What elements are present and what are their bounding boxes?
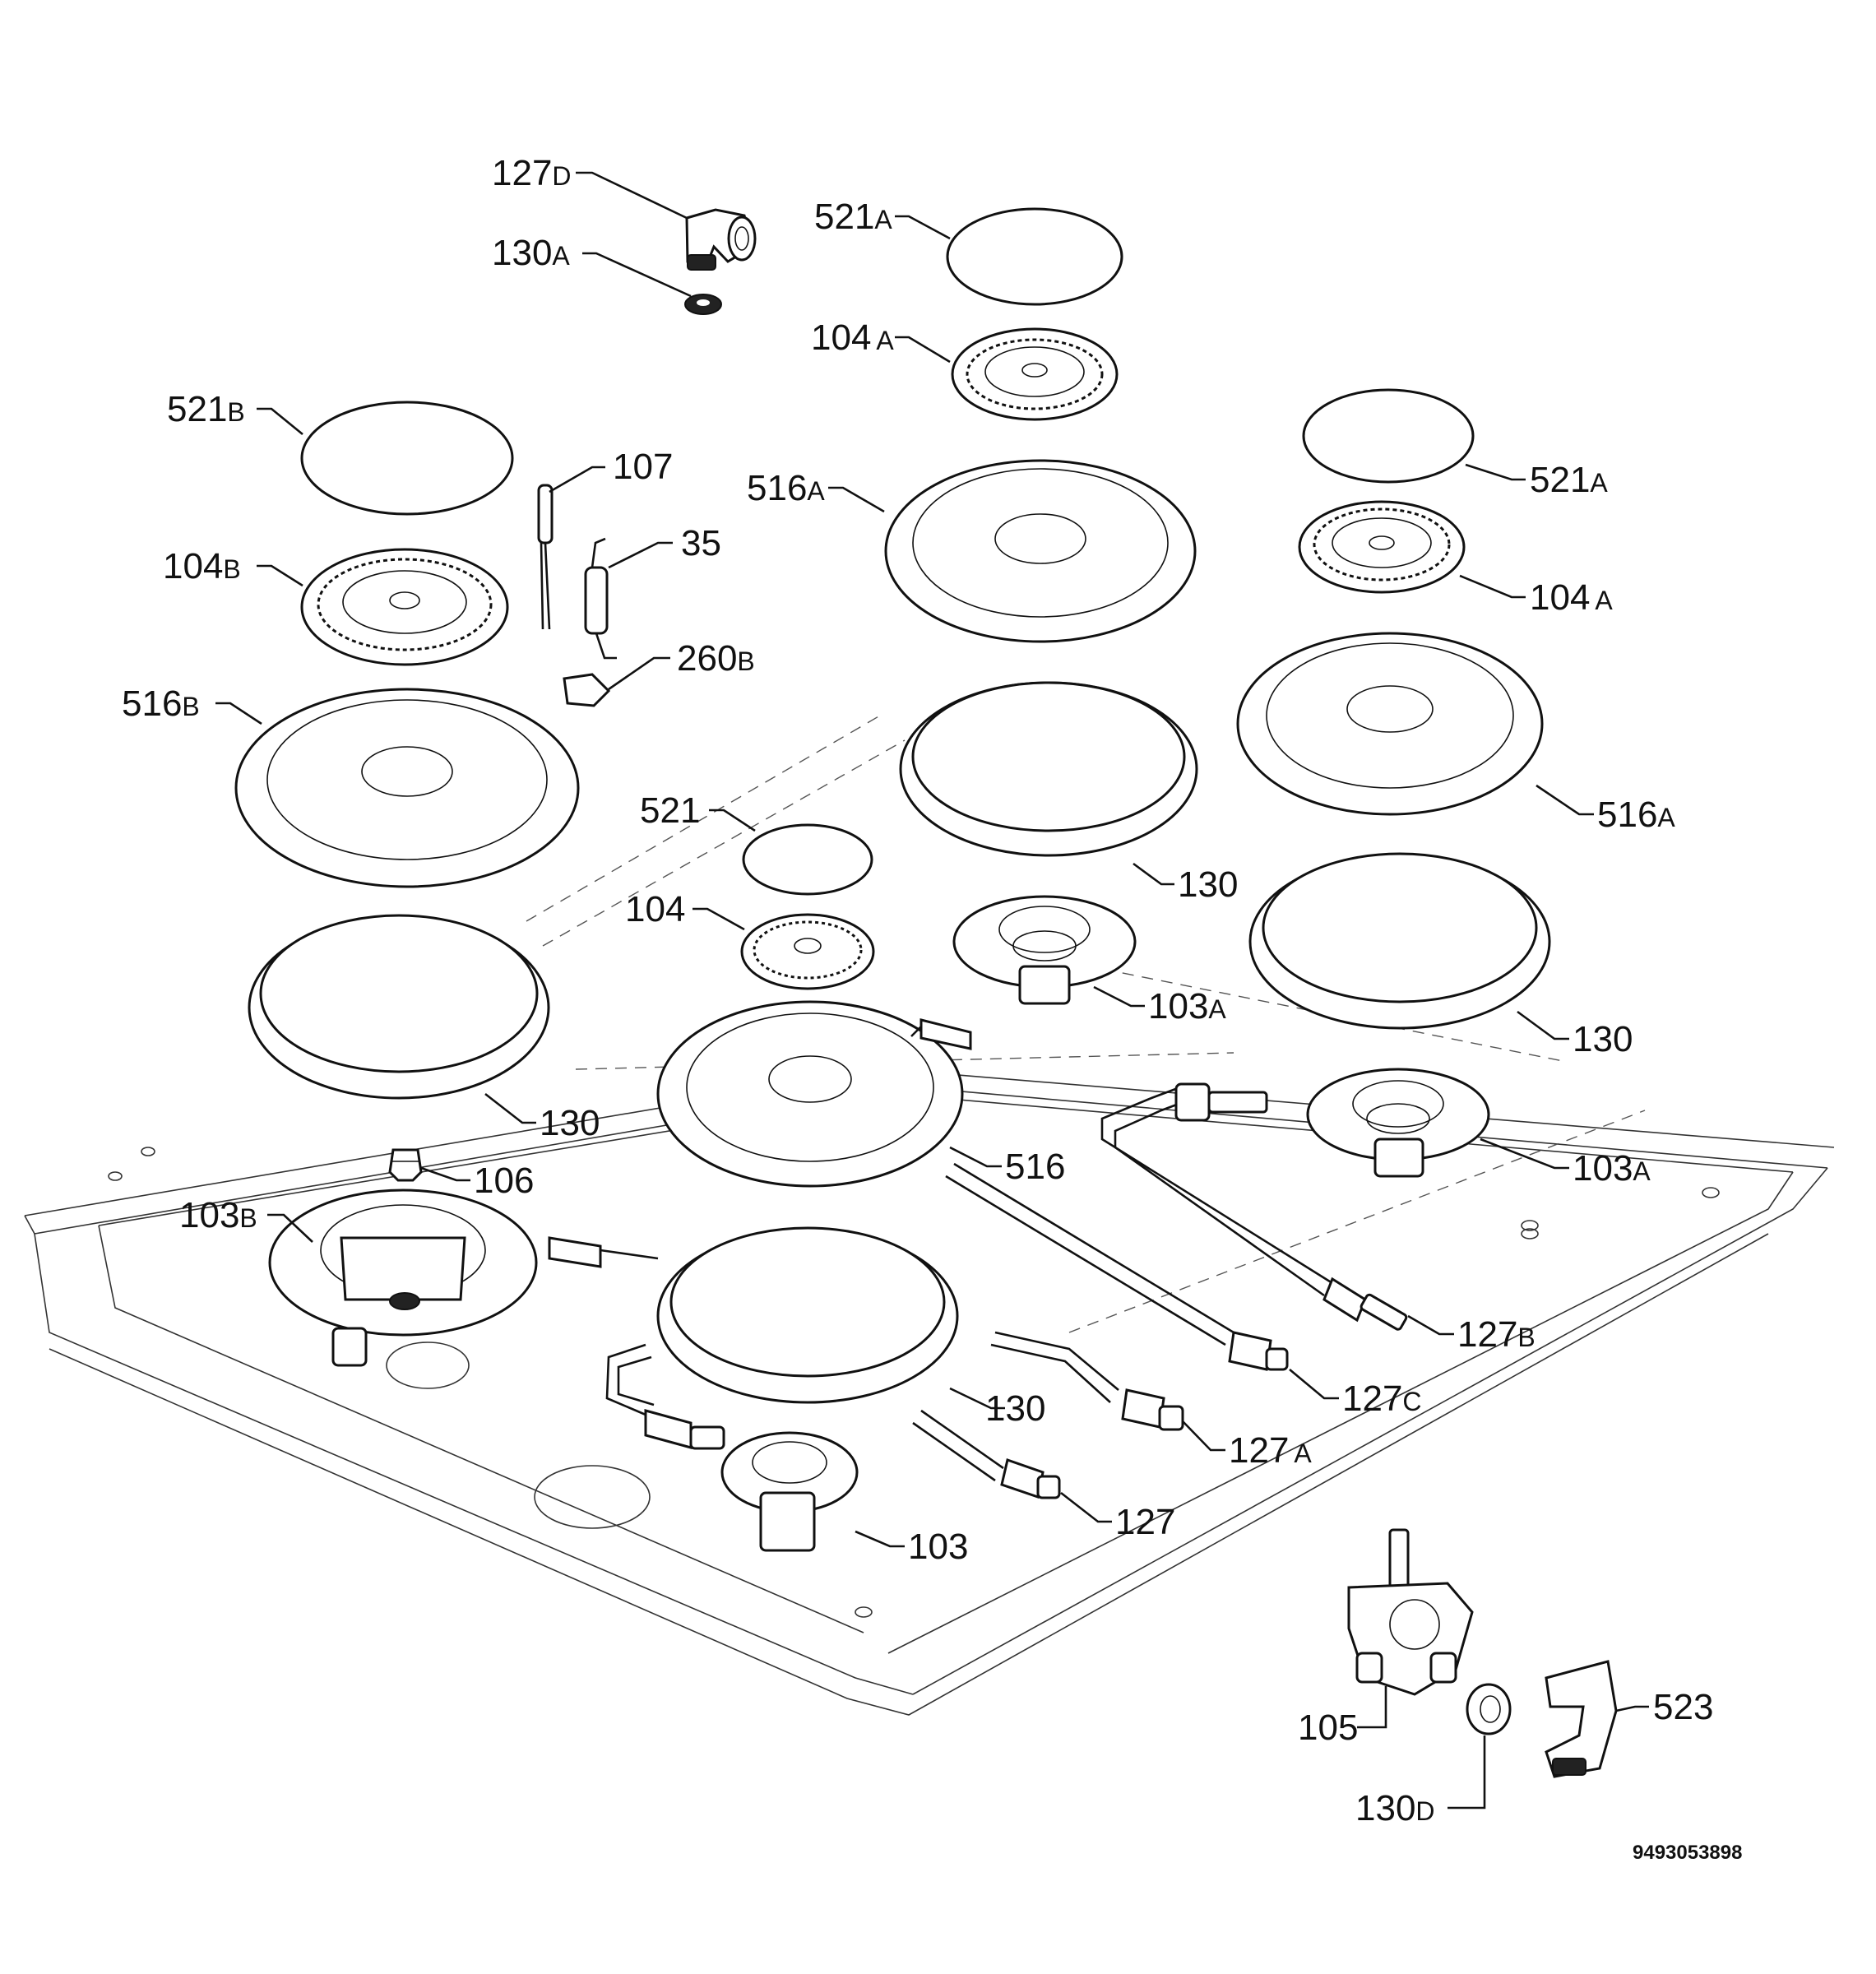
callout-130-low: 130: [985, 1388, 1045, 1429]
flame-spreader-104a-right: [1298, 500, 1466, 594]
callout-516a-right: 516A: [1597, 795, 1675, 835]
callout-106: 106: [474, 1161, 534, 1201]
callout-104b: 104B: [163, 546, 241, 586]
sealing-ring-130-low: [656, 1226, 959, 1404]
sealing-ring-130-left: [248, 914, 550, 1100]
callout-127: 127: [1115, 1502, 1175, 1542]
callout-521b: 521B: [167, 389, 245, 429]
callout-105: 105: [1298, 1708, 1358, 1748]
callout-523: 523: [1653, 1687, 1713, 1727]
ignition-electrode-35: [584, 537, 617, 660]
thermocouple-107: [537, 484, 554, 630]
callout-521a-right: 521A: [1530, 460, 1608, 500]
elbow-connector-127d: [685, 208, 757, 271]
flame-spreader-104b: [300, 548, 509, 666]
flame-spreader-104a-top: [951, 327, 1119, 421]
callout-103a-right: 103A: [1573, 1148, 1651, 1189]
clip-523: [1545, 1660, 1618, 1778]
electrode-clip-260b: [563, 673, 611, 707]
burner-cap-521b: [300, 401, 514, 516]
gas-valve-105: [1347, 1528, 1474, 1696]
callout-521a-top: 521A: [814, 197, 892, 237]
sealing-ring-130-mid: [899, 681, 1198, 857]
callout-521: 521: [640, 790, 700, 831]
burner-base-103a-mid: [952, 895, 1137, 1005]
burner-cap-521a-top: [946, 207, 1123, 306]
callout-130d: 130D: [1355, 1788, 1435, 1828]
callout-127c: 127C: [1342, 1379, 1422, 1419]
gas-pipe-left: [605, 1343, 725, 1450]
callout-107: 107: [613, 447, 673, 487]
callout-104: 104: [625, 889, 685, 929]
burner-base-103: [720, 1431, 859, 1552]
callout-130-left: 130: [540, 1103, 600, 1143]
callout-35: 35: [681, 523, 721, 563]
callout-130-mid: 130: [1178, 864, 1238, 905]
callout-260b: 260B: [677, 638, 755, 679]
grommet-130d: [1466, 1683, 1512, 1735]
pan-support-516b: [234, 688, 580, 888]
burner-cap-521: [742, 823, 873, 896]
gas-pipe-127: [912, 1409, 1061, 1499]
callout-127b: 127B: [1457, 1314, 1536, 1355]
callout-516: 516: [1005, 1147, 1065, 1187]
pan-support-516a-right: [1236, 632, 1544, 816]
gas-pipe-127b: [1100, 1082, 1408, 1331]
pan-support-516a-mid: [884, 459, 1197, 643]
callout-130-right: 130: [1573, 1019, 1633, 1059]
flame-spreader-104: [740, 913, 875, 990]
injector-106: [388, 1148, 423, 1182]
callout-516a-mid: 516A: [747, 468, 825, 508]
callout-127d: 127D: [492, 153, 572, 193]
leader-lines: [215, 171, 1649, 1810]
burner-base-103b: [268, 1189, 538, 1367]
injector-left-fitting: [548, 1236, 659, 1268]
washer-130a: [684, 294, 722, 315]
callout-103b: 103B: [179, 1195, 257, 1235]
sealing-ring-130-right: [1248, 852, 1551, 1030]
callout-103: 103: [908, 1527, 968, 1567]
document-code: 9493053898: [1633, 1842, 1742, 1864]
gas-pipe-127c: [945, 1162, 1289, 1371]
burner-cap-521a-right: [1302, 388, 1475, 484]
pan-support-516: [656, 1000, 964, 1188]
callout-103a-mid: 103A: [1148, 986, 1226, 1026]
burner-base-103a-right: [1306, 1068, 1490, 1178]
callout-516b: 516B: [122, 683, 200, 724]
gas-pipe-127a: [990, 1331, 1184, 1431]
callout-130a-top: 130A: [492, 233, 570, 273]
injector-mid-fitting: [910, 1018, 972, 1050]
